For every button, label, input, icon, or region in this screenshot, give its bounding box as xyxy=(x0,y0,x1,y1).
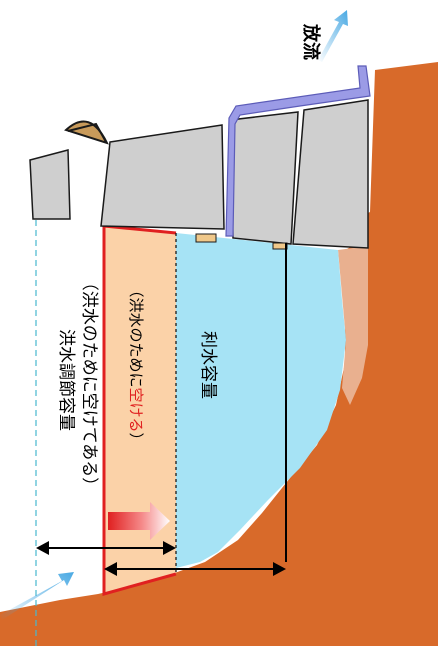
water-use-area xyxy=(176,233,346,568)
gate-arm-icon xyxy=(67,122,107,143)
flood-inner-highlight: 空ける xyxy=(127,387,145,432)
water-use-capacity-label: 利水容量 xyxy=(198,331,218,399)
flood-zone-border xyxy=(102,224,177,596)
discharge-arrow-icon xyxy=(318,10,348,62)
spillway xyxy=(225,65,371,237)
dam-body xyxy=(29,99,369,249)
discharge-label: 放流 xyxy=(300,23,322,60)
bedrock-strip xyxy=(338,246,368,405)
bottom-gate-1 xyxy=(195,233,217,243)
flood-capacity-note: （洪水のために空けてある） xyxy=(79,274,99,495)
flood-inner-prefix: （洪水のために xyxy=(127,282,145,387)
flood-inner-suffix: ） xyxy=(127,433,145,448)
dam-block-1 xyxy=(29,149,71,220)
flood-arrowhead-left xyxy=(36,541,49,555)
bottom-gate-2 xyxy=(272,242,288,250)
water-use-arrowhead-right xyxy=(273,562,286,576)
flood-control-zone xyxy=(104,226,176,594)
dimension-lines xyxy=(36,243,287,576)
inflow-arrow-icon xyxy=(0,572,74,620)
flood-inner-label: （洪水のために空ける） xyxy=(127,282,145,447)
water-use-arrowhead-left xyxy=(104,562,117,576)
dam-block-2 xyxy=(100,124,225,230)
radial-gate xyxy=(64,120,109,145)
flood-arrowhead-right xyxy=(163,541,176,555)
ground-terrain xyxy=(0,62,438,646)
dam-block-4 xyxy=(292,99,369,249)
flood-control-capacity-label: 洪水調節容量 xyxy=(56,329,76,431)
gate-arc-icon xyxy=(64,120,109,145)
flood-release-arrow-icon xyxy=(108,502,170,540)
dam-block-3 xyxy=(229,111,299,245)
